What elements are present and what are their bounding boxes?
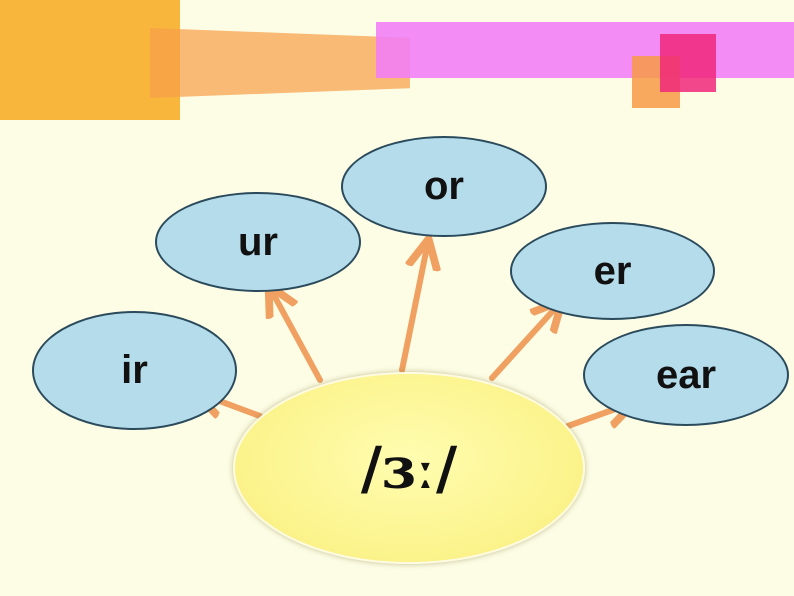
spelling-bubble-or: or <box>341 136 547 237</box>
spelling-label-er: er <box>593 248 632 293</box>
deco-orange-band <box>150 28 410 98</box>
spelling-label-ur: ur <box>238 219 278 264</box>
spelling-bubble-ir: ir <box>32 311 237 430</box>
phoneme-bubble: /ɜː/ <box>233 372 585 564</box>
spelling-bubble-er: er <box>510 222 715 320</box>
arrow-to-ur <box>270 288 323 383</box>
arrow-to-er <box>489 303 560 381</box>
spelling-label-ir: ir <box>121 348 148 392</box>
deco-pink-band <box>376 22 794 78</box>
phoneme-label: /ɜː/ <box>360 434 458 502</box>
spelling-label-ear: ear <box>655 352 717 397</box>
spelling-label-or: or <box>424 164 464 208</box>
spelling-bubble-ear: ear <box>583 324 789 426</box>
arrow-to-or <box>399 242 428 373</box>
deco-magenta-square <box>660 34 716 92</box>
spelling-bubble-ur: ur <box>155 192 361 292</box>
